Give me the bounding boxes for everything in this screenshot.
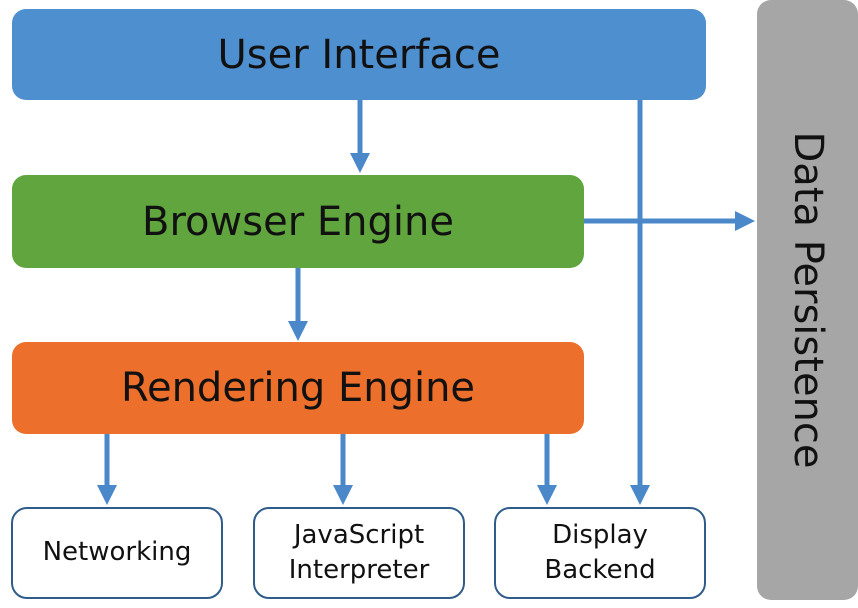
arrowhead-ui-to-display-backend	[630, 485, 650, 505]
rendering-engine-box: Rendering Engine	[12, 342, 584, 434]
user-interface-label: User Interface	[217, 31, 501, 78]
data-persistence-box: Data Persistence	[757, 0, 858, 600]
rendering-engine-label: Rendering Engine	[120, 365, 476, 411]
arrowhead-ui-to-browser-engine	[350, 153, 370, 173]
display-backend-label-line2: Backend	[544, 555, 656, 585]
arrowhead-rendering-to-javascript	[333, 485, 353, 505]
arrowhead-browser-engine-to-rendering-engine	[288, 321, 308, 341]
browser-engine-box: Browser Engine	[12, 175, 584, 268]
networking-box: Networking	[11, 507, 223, 599]
javascript-interpreter-label-line1: JavaScript	[293, 519, 425, 550]
user-interface-box: User Interface	[12, 9, 706, 100]
display-backend-label-line1: Display	[552, 519, 648, 550]
arrowhead-browser-engine-to-data-persistence	[735, 211, 755, 231]
javascript-interpreter-label-line2: Interpreter	[288, 555, 430, 585]
browser-engine-label: Browser Engine	[142, 198, 454, 245]
arrowhead-rendering-to-display-backend	[537, 485, 557, 505]
arrowhead-rendering-to-networking	[97, 485, 117, 505]
javascript-interpreter-box: JavaScript Interpreter	[253, 507, 465, 599]
networking-label: Networking	[42, 537, 192, 568]
display-backend-box: Display Backend	[494, 507, 706, 599]
